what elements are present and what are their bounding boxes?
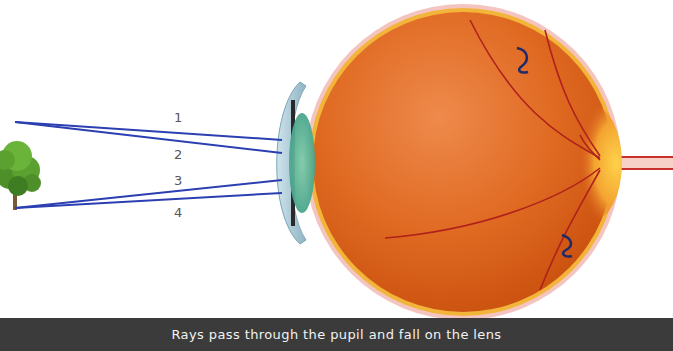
sclera	[305, 4, 621, 320]
retina-curl	[517, 48, 528, 73]
retina-curl	[562, 235, 572, 256]
light-rays	[15, 122, 282, 208]
callout-number: 4	[172, 206, 184, 220]
callout-number: 3	[172, 174, 184, 188]
lens	[289, 113, 315, 213]
tree	[0, 141, 41, 196]
caption: Rays pass through the pupil and fall on …	[0, 318, 673, 351]
optic-disc	[562, 105, 622, 221]
callout-number: 1	[172, 111, 184, 125]
blood-vessels	[385, 20, 600, 290]
callout-number: 2	[172, 148, 184, 162]
